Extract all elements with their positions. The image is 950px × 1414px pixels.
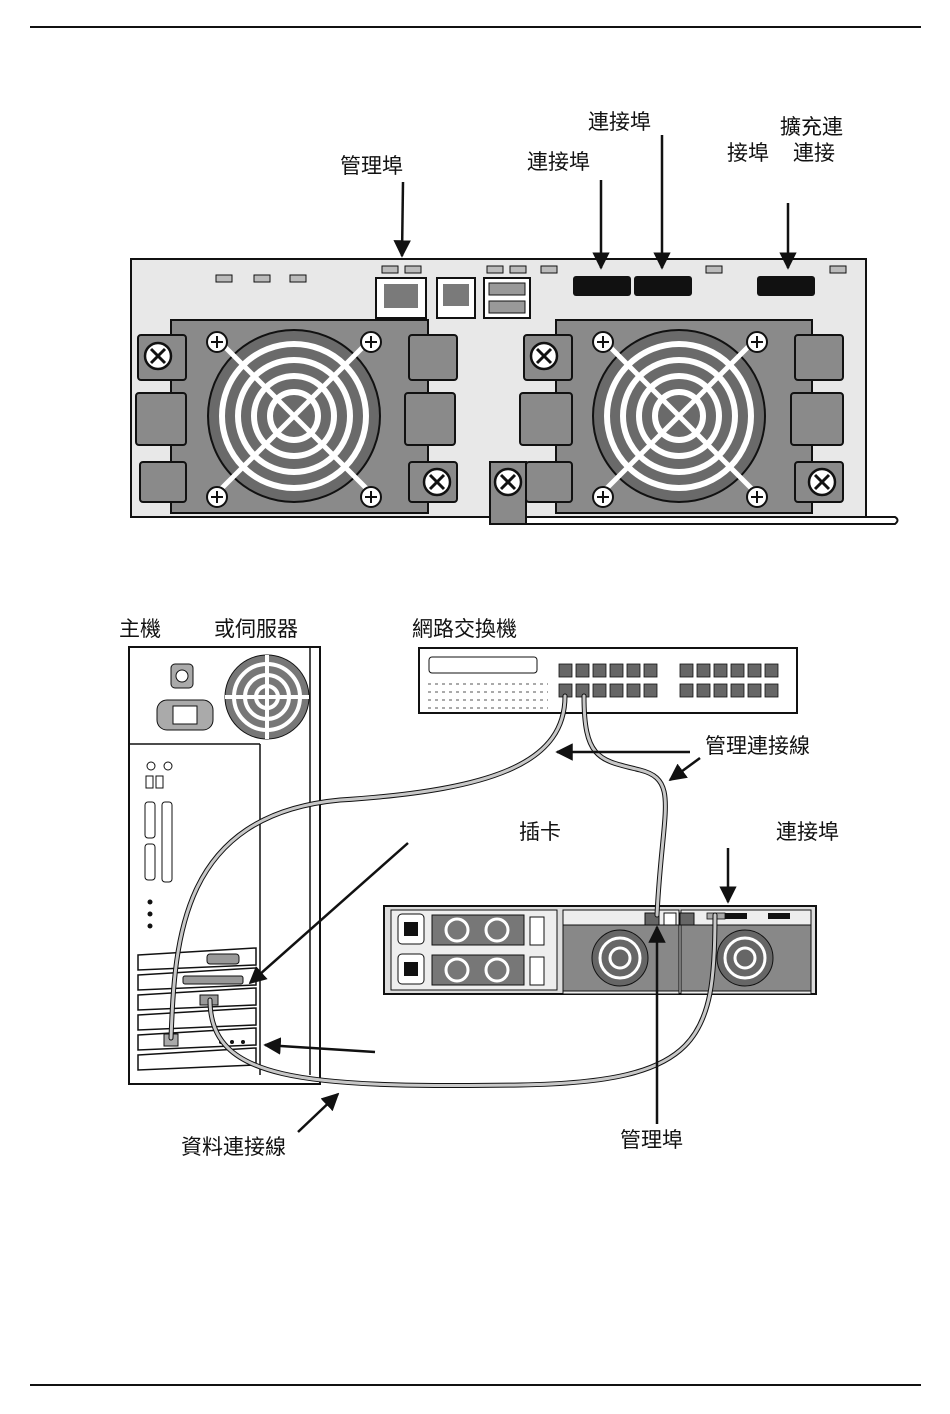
label-expansion-line1: 擴充連	[780, 115, 843, 139]
label-management-port-bottom: 管理埠	[620, 1128, 683, 1152]
label-card: 插卡	[519, 820, 561, 844]
host-tower	[129, 647, 320, 1084]
storage-enclosure	[384, 906, 816, 994]
label-network-switch: 網路交換機	[412, 617, 517, 641]
label-host: 主機	[119, 617, 161, 641]
label-expansion-line2a: 接埠	[727, 141, 769, 165]
label-data-cable: 資料連接線	[181, 1135, 286, 1159]
label-port-a: 連接埠	[527, 150, 590, 174]
label-management-port-top: 管理埠	[340, 154, 403, 178]
label-management-cable: 管理連接線	[705, 734, 810, 758]
label-expansion-line2b: 連接	[793, 141, 835, 165]
label-port: 連接埠	[776, 820, 839, 844]
label-or-server: 或伺服器	[214, 617, 298, 641]
network-switch	[419, 648, 797, 713]
label-port-b: 連接埠	[588, 110, 651, 134]
